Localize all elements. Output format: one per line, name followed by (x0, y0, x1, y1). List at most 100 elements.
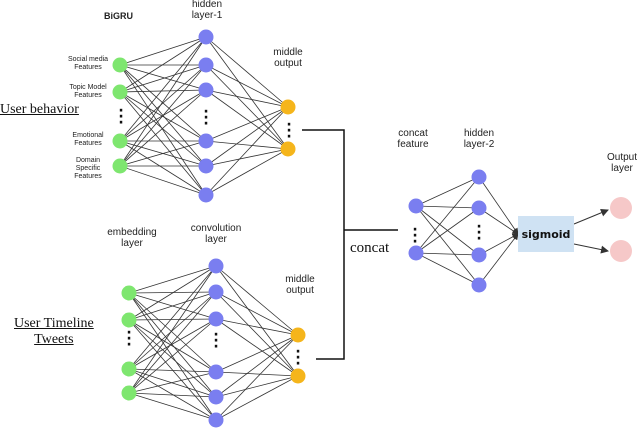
node-bot-embedding-4 (121, 385, 137, 401)
edge-bot-convolution-to-bot-middle (215, 334, 299, 373)
top-middle-output-line2: output (274, 58, 302, 69)
edge-top-hidden-1-to-top-middle (205, 106, 289, 142)
edge-bot-convolution-to-bot-middle (215, 375, 299, 421)
node-bot-convolution-1 (208, 258, 224, 274)
edge-top-input-to-top-hidden-1 (119, 64, 207, 142)
sigmoid-arrow-lower (573, 243, 609, 254)
node-output-2 (610, 240, 632, 262)
edge-bot-embedding-to-bot-convolution (128, 368, 217, 376)
edge-concat-feature-to-hidden-2 (415, 176, 480, 207)
edge-concat-feature-to-hidden-2 (415, 204, 480, 212)
edge-top-input-to-top-hidden-1 (119, 36, 207, 93)
edge-bot-embedding-to-bot-convolution (128, 292, 217, 373)
edge-bot-embedding-to-bot-convolution (128, 319, 217, 373)
edge-bot-embedding-to-bot-convolution (128, 265, 217, 370)
hidden-layer-1-label: hidden layer-1 (184, 0, 230, 21)
edge-bot-embedding-to-bot-convolution (128, 265, 217, 321)
convolution-line2: layer (205, 234, 227, 245)
feature-domain-line3: Features (74, 173, 102, 180)
edge-bot-embedding-to-bot-convolution (128, 291, 217, 394)
edge-top-hidden-1-to-top-middle (205, 36, 289, 108)
node-bot-embedding-3 (121, 361, 137, 377)
node-top-input-3 (112, 133, 128, 149)
hidden-layer-2-label: hidden layer-2 (456, 128, 502, 150)
user-timeline-line1: User Timeline (14, 316, 94, 331)
convolution-ellipsis: ··· (213, 327, 219, 355)
network-edges (119, 35, 519, 422)
edge-top-input-to-top-hidden-1 (119, 86, 207, 94)
feature-label-social-media: Social media Features (58, 56, 118, 72)
edge-bot-convolution-to-bot-middle (215, 265, 299, 377)
edge-top-input-to-top-hidden-1 (119, 64, 207, 196)
edge-top-input-to-top-hidden-1 (119, 91, 207, 196)
feature-social-line2: Features (74, 64, 102, 71)
bottom-middle-output-label: middle output (278, 274, 322, 296)
node-top-input-1 (112, 57, 128, 73)
edge-top-input-to-top-hidden-1 (119, 91, 207, 167)
node-hidden-2-2 (471, 200, 487, 216)
network-nodes (112, 29, 632, 428)
edge-bot-convolution-to-bot-middle (215, 318, 299, 377)
sigmoid-arrow-upper (573, 208, 609, 225)
node-bot-convolution-6 (208, 412, 224, 428)
node-top-hidden-1-2 (198, 57, 214, 73)
node-top-hidden-1-1 (198, 29, 214, 45)
edge-bot-embedding-to-bot-convolution (128, 288, 217, 296)
output-layer-label: Output layer (598, 152, 640, 174)
feature-topic-line2: Features (74, 92, 102, 99)
edge-top-input-to-top-hidden-1 (119, 140, 207, 196)
edge-top-input-to-top-hidden-1 (119, 64, 207, 92)
edge-top-input-to-top-hidden-1 (119, 35, 207, 66)
edge-bot-embedding-to-bot-convolution (128, 315, 217, 323)
edge-concat-feature-to-hidden-2 (415, 252, 480, 286)
edge-bot-embedding-to-bot-convolution (128, 368, 217, 399)
hidden-layer-2-line2: layer-2 (463, 139, 495, 150)
user-timeline-line2: Tweets (34, 332, 74, 347)
edge-bot-embedding-to-bot-convolution (128, 319, 217, 398)
embedding-line1: embedding (107, 227, 157, 238)
edge-bot-embedding-to-bot-convolution (128, 265, 217, 394)
node-top-hidden-1-5 (198, 158, 214, 174)
edge-top-hidden-1-to-top-middle (205, 64, 289, 150)
convolution-layer-label: convolution layer (184, 223, 248, 245)
node-top-input-4 (112, 158, 128, 174)
edge-top-hidden-1-to-top-middle (205, 106, 289, 196)
node-bot-convolution-4 (208, 364, 224, 380)
edge-top-hidden-1-to-top-middle (205, 36, 289, 150)
edge-hidden-2-to-sigmoid (478, 176, 519, 235)
feature-domain-line2: Specific (75, 165, 101, 172)
concat-feature-ellipsis: ··· (412, 222, 418, 250)
edge-top-input-to-top-hidden-1 (119, 36, 207, 167)
top-middle-output-line1: middle (273, 47, 303, 58)
hidden-2-ellipsis: ··· (476, 219, 482, 247)
node-top-hidden-1-3 (198, 82, 214, 98)
embedding-line2: layer (121, 238, 143, 249)
feature-label-emotional: Emotional Features (58, 132, 118, 148)
top-middle-ellipsis: ··· (286, 117, 292, 145)
edge-bot-embedding-to-bot-convolution (128, 392, 217, 422)
edge-bot-convolution-to-bot-middle (215, 291, 299, 377)
node-bot-convolution-3 (208, 311, 224, 327)
edge-bot-embedding-to-bot-convolution (128, 291, 217, 370)
node-bot-embedding-2 (121, 312, 137, 328)
concat-feature-line1: concat (398, 128, 428, 139)
edge-top-input-to-top-hidden-1 (119, 64, 207, 167)
hidden-layer-1-line1: hidden (191, 0, 223, 10)
edge-bot-embedding-to-bot-convolution (128, 290, 217, 321)
feature-emotional-line1: Emotional (72, 132, 104, 139)
user-timeline-tweets-label: User Timeline Tweets (14, 316, 94, 348)
edge-top-input-to-top-hidden-1 (119, 91, 207, 142)
feature-emotional-line2: Features (74, 140, 102, 147)
edge-top-hidden-1-to-top-middle (205, 64, 289, 108)
sigmoid-box: sigmoid (518, 216, 574, 252)
output-layer-line2: layer (611, 163, 633, 174)
node-top-middle-2 (280, 141, 296, 157)
hidden-1-ellipsis: ··· (203, 104, 209, 132)
node-top-input-2 (112, 84, 128, 100)
feature-label-domain-specific: Domain Specific Features (58, 157, 118, 181)
edge-bot-embedding-to-bot-convolution (128, 292, 217, 398)
feature-topic-line1: Topic Model (69, 84, 107, 91)
edge-bot-convolution-to-bot-middle (215, 334, 299, 421)
node-top-hidden-1-4 (198, 133, 214, 149)
